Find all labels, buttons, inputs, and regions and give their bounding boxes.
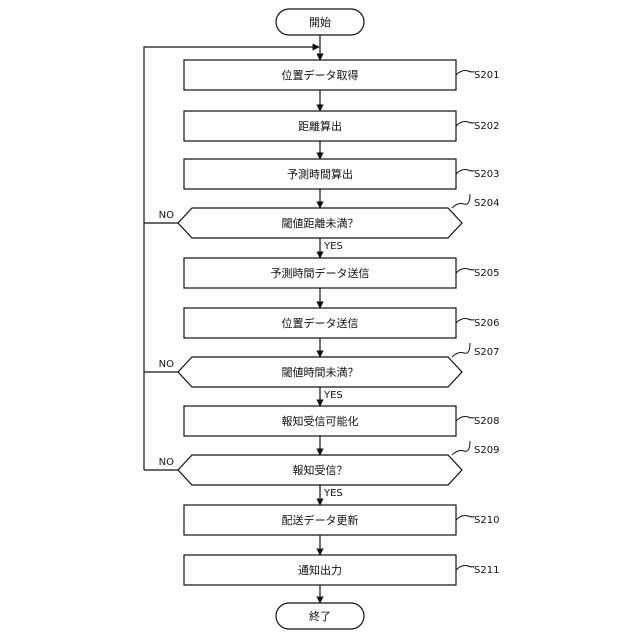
yes-label-S209: YES — [323, 488, 343, 499]
step-id-S208: S208 — [474, 416, 499, 427]
step-id-S204: S204 — [474, 198, 499, 209]
step-id-S207: S207 — [474, 347, 499, 358]
no-label-S204: NO — [159, 210, 174, 221]
leader-S204 — [452, 194, 470, 208]
step-id-S203: S203 — [474, 169, 499, 180]
leader-S211 — [456, 566, 474, 571]
yes-label-S207: YES — [323, 390, 343, 401]
no-label-S207: NO — [159, 359, 174, 370]
step-text-S209: 報知受信？ — [293, 463, 348, 477]
end-label: 終了 — [309, 609, 331, 623]
start-label: 開始 — [309, 15, 331, 29]
step-text-S206: 位置データ送信 — [282, 316, 359, 330]
step-id-S210: S210 — [474, 515, 499, 526]
step-text-S210: 配送データ更新 — [282, 513, 359, 527]
leader-S210 — [456, 516, 474, 521]
leader-S205 — [456, 269, 474, 274]
step-text-S208: 報知受信可能化 — [282, 414, 359, 428]
step-id-S201: S201 — [474, 70, 499, 81]
leader-S208 — [456, 417, 474, 422]
leader-S203 — [456, 170, 474, 175]
yes-label-S204: YES — [323, 241, 343, 252]
no-label-S209: NO — [159, 457, 174, 468]
leader-S201 — [456, 71, 474, 76]
step-id-S205: S205 — [474, 268, 499, 279]
step-text-S203: 予測時間算出 — [287, 167, 353, 181]
leader-S207 — [452, 343, 470, 357]
step-id-S209: S209 — [474, 445, 499, 456]
leader-S202 — [456, 122, 474, 127]
leader-S209 — [452, 441, 470, 455]
step-text-S205: 予測時間データ送信 — [271, 266, 370, 280]
leader-S206 — [456, 319, 474, 324]
step-text-S207: 閾値時間未満？ — [282, 366, 359, 379]
step-text-S201: 位置データ取得 — [282, 68, 359, 82]
step-id-S211: S211 — [474, 565, 499, 576]
step-text-S204: 閾値距離未満？ — [282, 216, 359, 230]
step-id-S206: S206 — [474, 318, 499, 329]
step-text-S202: 距離算出 — [298, 119, 342, 133]
step-id-S202: S202 — [474, 121, 499, 132]
step-text-S211: 通知出力 — [298, 563, 342, 577]
